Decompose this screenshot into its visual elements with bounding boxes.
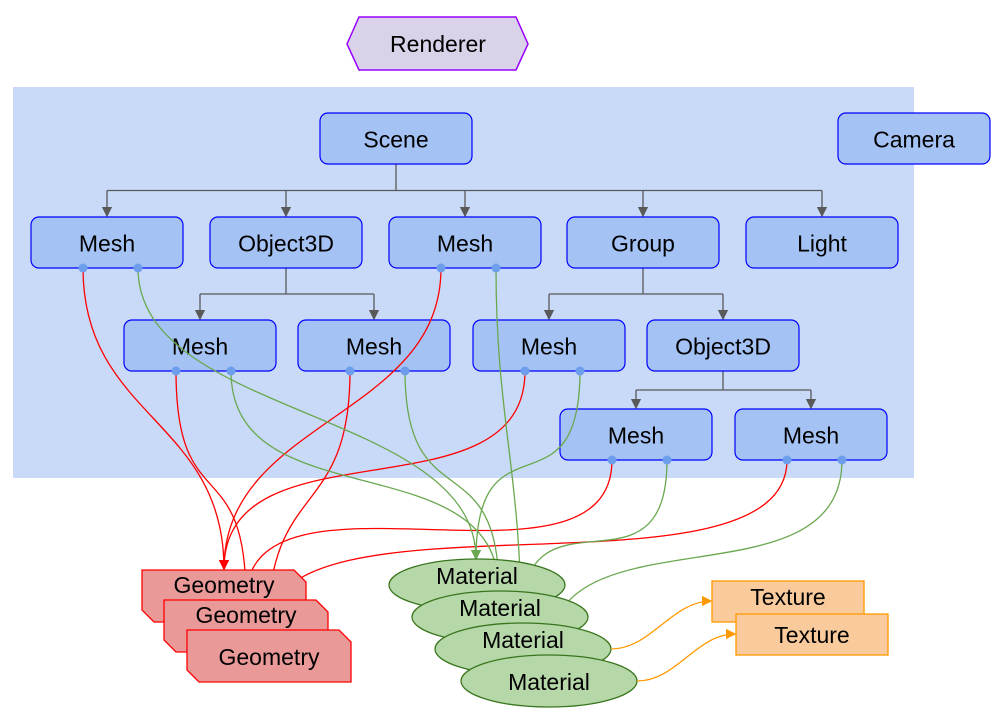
geometry-port[interactable] bbox=[436, 263, 446, 273]
geometry-link bbox=[218, 267, 442, 571]
node-box bbox=[297, 319, 451, 372]
texture-label: Texture bbox=[750, 584, 825, 610]
geometry-port[interactable] bbox=[171, 366, 181, 376]
geometry-label: Geometry bbox=[174, 572, 275, 598]
geometry-label: Geometry bbox=[219, 644, 320, 670]
node-object3d1[interactable]: Object3D bbox=[209, 216, 363, 269]
node-mesh7[interactable]: Mesh bbox=[734, 408, 888, 461]
material-label: Material bbox=[482, 627, 564, 653]
node-box bbox=[566, 216, 720, 269]
node-box bbox=[123, 319, 277, 372]
geometry-port[interactable] bbox=[607, 455, 617, 465]
material-port[interactable] bbox=[400, 366, 410, 376]
material-label: Material bbox=[459, 595, 541, 621]
node-label: Mesh bbox=[608, 423, 664, 449]
geometry-shape bbox=[186, 629, 352, 683]
renderer-node[interactable]: Renderer bbox=[346, 16, 529, 71]
texture-box bbox=[735, 613, 889, 656]
node-group[interactable]: Group bbox=[566, 216, 720, 269]
node-label: Light bbox=[797, 231, 847, 257]
node-label: Scene bbox=[363, 127, 428, 153]
geometry-port[interactable] bbox=[782, 455, 792, 465]
node-box bbox=[388, 216, 542, 269]
geometry-link bbox=[218, 370, 526, 571]
node-label: Mesh bbox=[521, 334, 577, 360]
material-label: Material bbox=[508, 669, 590, 695]
node-box bbox=[319, 112, 473, 165]
material-link bbox=[470, 370, 581, 561]
node-box bbox=[745, 216, 899, 269]
node-mesh2[interactable]: Mesh bbox=[388, 216, 542, 269]
node-label: Mesh bbox=[172, 334, 228, 360]
node-label: Mesh bbox=[79, 231, 135, 257]
node-camera[interactable]: Camera bbox=[837, 112, 991, 165]
material-port[interactable] bbox=[133, 263, 143, 273]
node-box bbox=[734, 408, 888, 461]
geometry-label: Geometry bbox=[196, 602, 297, 628]
node-box bbox=[837, 112, 991, 165]
node-mesh5[interactable]: Mesh bbox=[472, 319, 626, 372]
node-mesh1[interactable]: Mesh bbox=[30, 216, 184, 269]
geometry-node[interactable]: Geometry bbox=[186, 629, 352, 683]
material-label: Material bbox=[436, 563, 518, 589]
node-box bbox=[30, 216, 184, 269]
node-label: Object3D bbox=[675, 334, 771, 360]
texture-label: Texture bbox=[774, 622, 849, 648]
node-box bbox=[472, 319, 626, 372]
node-mesh6[interactable]: Mesh bbox=[559, 408, 713, 461]
material-link bbox=[230, 370, 505, 593]
node-light[interactable]: Light bbox=[745, 216, 899, 269]
node-label: Object3D bbox=[238, 231, 334, 257]
renderer-label: Renderer bbox=[390, 31, 486, 57]
geometry-link bbox=[175, 370, 252, 601]
node-label: Group bbox=[611, 231, 675, 257]
material-port[interactable] bbox=[491, 263, 501, 273]
material-port[interactable] bbox=[837, 455, 847, 465]
node-box bbox=[559, 408, 713, 461]
texture-link bbox=[610, 595, 713, 650]
geometry-link bbox=[82, 267, 230, 571]
material-port[interactable] bbox=[662, 455, 672, 465]
geometry-port[interactable] bbox=[520, 366, 530, 376]
material-node[interactable]: Material bbox=[460, 654, 638, 708]
node-mesh4[interactable]: Mesh bbox=[297, 319, 451, 372]
renderer-hexagon bbox=[346, 16, 529, 71]
node-label: Camera bbox=[873, 127, 955, 153]
node-label: Mesh bbox=[437, 231, 493, 257]
node-scene[interactable]: Scene bbox=[319, 112, 473, 165]
texture-link bbox=[636, 628, 737, 682]
node-label: Mesh bbox=[346, 334, 402, 360]
node-box bbox=[646, 319, 800, 372]
geometry-port[interactable] bbox=[78, 263, 88, 273]
node-label: Mesh bbox=[783, 423, 839, 449]
material-port[interactable] bbox=[575, 366, 585, 376]
geometry-port[interactable] bbox=[345, 366, 355, 376]
node-box bbox=[209, 216, 363, 269]
geometry-link bbox=[240, 459, 613, 601]
node-mesh3[interactable]: Mesh bbox=[123, 319, 277, 372]
material-link bbox=[404, 370, 505, 593]
material-link bbox=[137, 267, 482, 561]
node-object3d2[interactable]: Object3D bbox=[646, 319, 800, 372]
material-port[interactable] bbox=[226, 366, 236, 376]
texture-node[interactable]: Texture bbox=[735, 613, 889, 656]
